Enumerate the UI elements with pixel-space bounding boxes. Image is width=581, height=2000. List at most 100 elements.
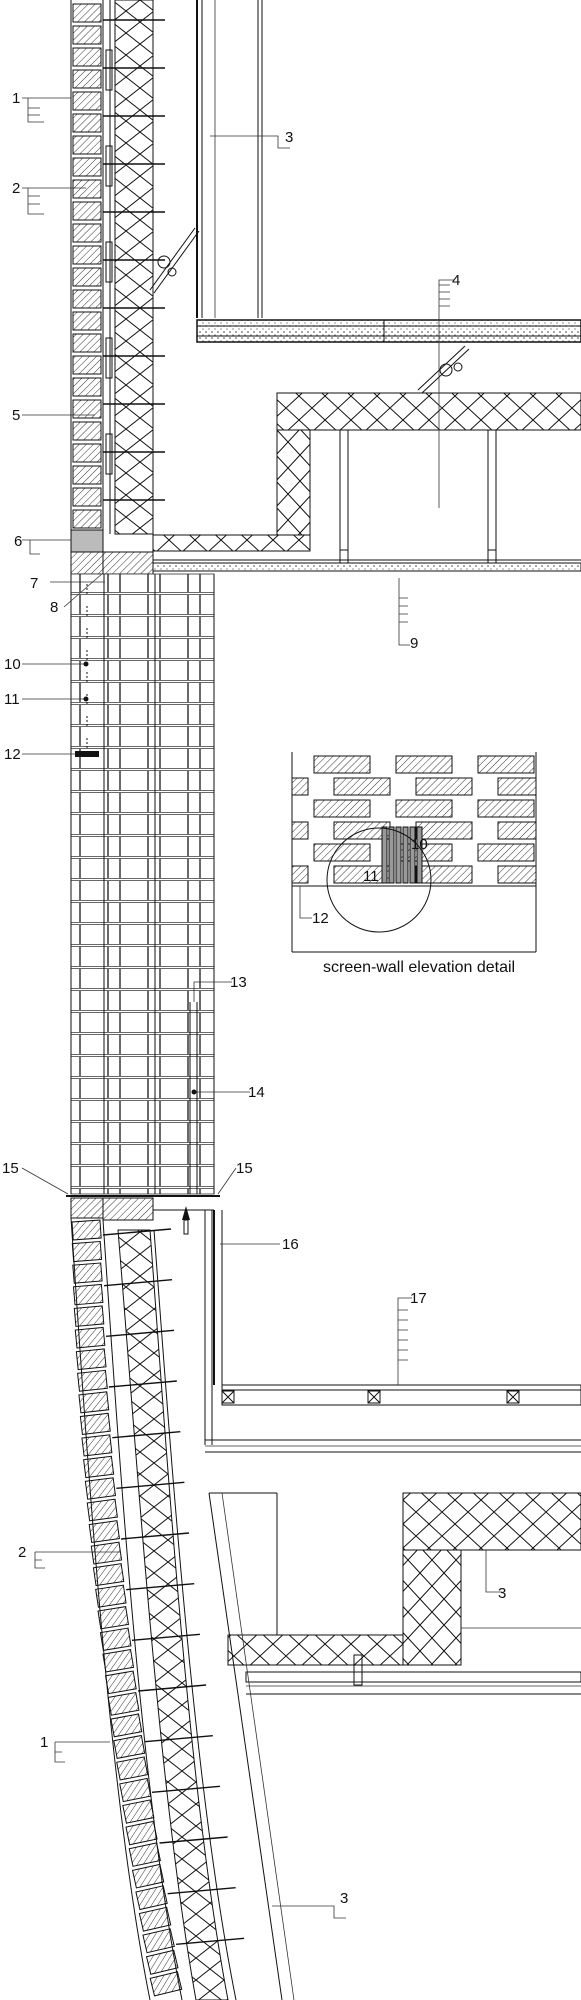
- wall-tie: [102, 1228, 172, 1236]
- detail-opening-bar: [381, 826, 388, 884]
- upper-insulation: [103, 0, 165, 535]
- brick: [86, 1498, 118, 1522]
- brick-face: [138, 1906, 172, 1932]
- brick: [83, 1455, 115, 1479]
- brick: [138, 1906, 172, 1932]
- brick-face: [90, 1541, 123, 1565]
- detail-brick: [415, 777, 473, 796]
- brick-face: [84, 1477, 117, 1500]
- brick: [71, 1240, 103, 1263]
- detail-brick: [313, 755, 371, 774]
- label-2-upper: 2: [12, 180, 20, 197]
- wall-tie: [108, 1380, 177, 1388]
- detail-brick: [292, 821, 309, 840]
- brick: [75, 1348, 107, 1371]
- brick: [122, 1799, 155, 1824]
- brick: [145, 1949, 179, 1975]
- upper-partition: [196, 0, 263, 318]
- joist-cross: [506, 1390, 520, 1404]
- brick: [99, 1627, 132, 1651]
- brick-face: [149, 1971, 183, 1997]
- label-5: 5: [12, 407, 20, 424]
- brick: [72, 487, 102, 507]
- brick: [97, 1606, 130, 1630]
- brick: [119, 1777, 152, 1803]
- brick: [72, 311, 102, 331]
- brick: [72, 179, 102, 199]
- brick-face: [131, 1863, 165, 1889]
- label-1-upper: 1: [12, 90, 20, 107]
- brick: [81, 1434, 113, 1457]
- brick: [72, 289, 102, 309]
- detail-label-11: 11: [363, 868, 379, 885]
- brick: [72, 245, 102, 265]
- wall-tie: [116, 1481, 185, 1490]
- detail-brick: [477, 799, 535, 818]
- bracket: [105, 145, 113, 187]
- label-3-lower: 3: [340, 1890, 348, 1907]
- brick: [116, 1756, 149, 1781]
- brick: [72, 91, 102, 111]
- wall-tie: [106, 1329, 175, 1338]
- wall-tie: [138, 1684, 207, 1692]
- detail-brick: [232, 844, 288, 861]
- label-8: 8: [50, 599, 58, 616]
- detail-brick: [395, 755, 453, 774]
- brick: [72, 157, 102, 177]
- joist-cross: [367, 1390, 381, 1404]
- label-11: 11: [4, 691, 20, 708]
- wall-tie: [167, 1886, 236, 1895]
- label-17: 17: [410, 1290, 427, 1307]
- brick: [88, 1520, 120, 1543]
- brick: [71, 1219, 102, 1241]
- brick-face: [135, 1885, 168, 1911]
- brick-face: [75, 1348, 107, 1371]
- leader-lines: [21, 97, 502, 1919]
- detail-opening-bar: [416, 826, 423, 884]
- label-12: 12: [4, 746, 21, 763]
- brick-face: [74, 1326, 106, 1349]
- label-13: 13: [230, 974, 247, 991]
- detail-brick: [395, 799, 453, 818]
- label-3-upper: 3: [285, 129, 293, 146]
- brick: [73, 1305, 105, 1327]
- brick: [84, 1477, 117, 1500]
- brick: [72, 443, 102, 463]
- brick-face: [79, 1412, 111, 1435]
- label-10: 10: [4, 656, 21, 673]
- brick-face: [78, 1391, 110, 1414]
- detail-opening-bar: [409, 826, 416, 884]
- label-4: 4: [452, 272, 460, 289]
- label-7: 7: [30, 575, 38, 592]
- brick-face: [71, 1219, 102, 1241]
- brick-face: [119, 1777, 152, 1803]
- detail-brick: [497, 777, 536, 796]
- brick-face: [128, 1842, 161, 1867]
- brick-face: [122, 1799, 155, 1824]
- upper-brick-cladding: [70, 0, 104, 552]
- label-9: 9: [410, 635, 418, 652]
- brick: [92, 1563, 125, 1587]
- bracket: [105, 49, 113, 91]
- detail-label-12: 12: [312, 910, 329, 927]
- wall-tie: [112, 1430, 181, 1439]
- brick-face: [95, 1584, 127, 1608]
- brick: [72, 333, 102, 353]
- brick-face: [83, 1455, 115, 1479]
- brick-face: [73, 1305, 105, 1327]
- brick: [90, 1541, 123, 1565]
- brick: [72, 399, 102, 419]
- wall-tie: [151, 1785, 221, 1794]
- brick: [95, 1584, 127, 1608]
- brick-face: [145, 1949, 179, 1975]
- brick: [79, 1412, 111, 1435]
- brick-face: [110, 1713, 143, 1738]
- wall-tie: [131, 1633, 200, 1642]
- brick: [131, 1863, 165, 1889]
- detail-brick: [333, 777, 391, 796]
- lower-curved-cladding: [70, 1197, 245, 2000]
- brick: [72, 1283, 104, 1306]
- brick-face: [116, 1756, 149, 1781]
- brick-face: [142, 1928, 175, 1954]
- brick-face: [88, 1520, 120, 1543]
